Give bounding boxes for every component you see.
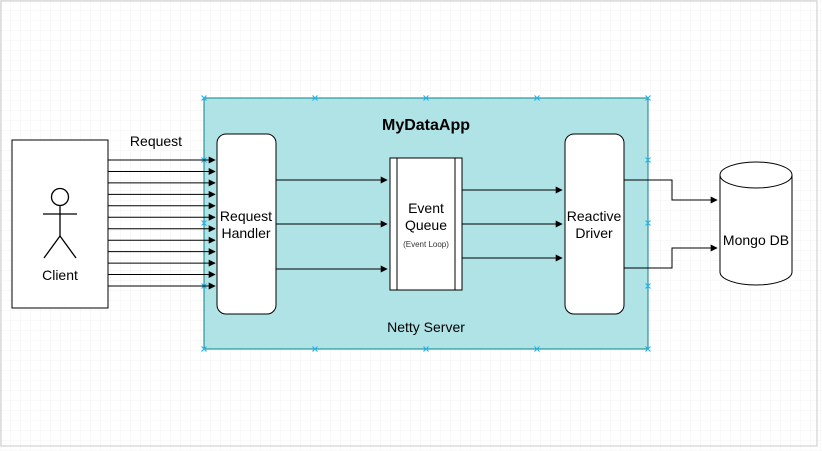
event-queue-sublabel: (Event Loop) — [403, 240, 449, 249]
event-queue-line2: Queue — [405, 217, 447, 233]
selection-handle-icon[interactable] — [201, 95, 207, 101]
container-title: MyDataApp — [382, 117, 470, 134]
selection-handle-icon[interactable] — [201, 220, 207, 226]
mongo-db-node[interactable]: Mongo DB — [719, 161, 793, 286]
reactive-driver-node[interactable]: Reactive Driver — [564, 133, 625, 315]
reactive-driver-line1: Reactive — [567, 208, 622, 224]
selection-handle-icon[interactable] — [423, 346, 429, 352]
mongo-db-label: Mongo DB — [723, 232, 789, 248]
event-queue-line1: Event — [408, 200, 444, 216]
selection-handle-icon[interactable] — [645, 220, 651, 226]
request-label: Request — [130, 133, 182, 149]
selection-handle-icon[interactable] — [645, 283, 651, 289]
connectors — [276, 176, 718, 273]
selection-handle-icon[interactable] — [645, 95, 651, 101]
reactive-driver-line2: Driver — [575, 225, 613, 241]
client-box[interactable]: Client — [11, 139, 109, 309]
selection-handle-icon[interactable] — [312, 346, 318, 352]
selection-handles[interactable] — [201, 95, 651, 352]
selection-handle-icon[interactable] — [645, 157, 651, 163]
event-queue-node[interactable]: Event Queue (Event Loop) — [389, 157, 463, 291]
client-label: Client — [42, 267, 78, 283]
request-handler-line2: Handler — [221, 225, 270, 241]
request-handler-node[interactable]: Request Handler — [216, 133, 277, 315]
selection-handle-icon[interactable] — [534, 346, 540, 352]
request-handler-line1: Request — [220, 208, 272, 224]
actor-icon — [43, 187, 77, 259]
selection-handle-icon[interactable] — [312, 95, 318, 101]
container-label: Netty Server — [387, 319, 465, 335]
edge-driver-db-2 — [624, 244, 718, 269]
selection-handle-icon[interactable] — [201, 346, 207, 352]
selection-handle-icon[interactable] — [534, 95, 540, 101]
database-cylinder-icon — [719, 161, 793, 286]
request-arrows — [108, 156, 216, 290]
selection-handle-icon[interactable] — [423, 95, 429, 101]
edge-driver-db-1 — [624, 179, 718, 204]
selection-handle-icon[interactable] — [645, 346, 651, 352]
